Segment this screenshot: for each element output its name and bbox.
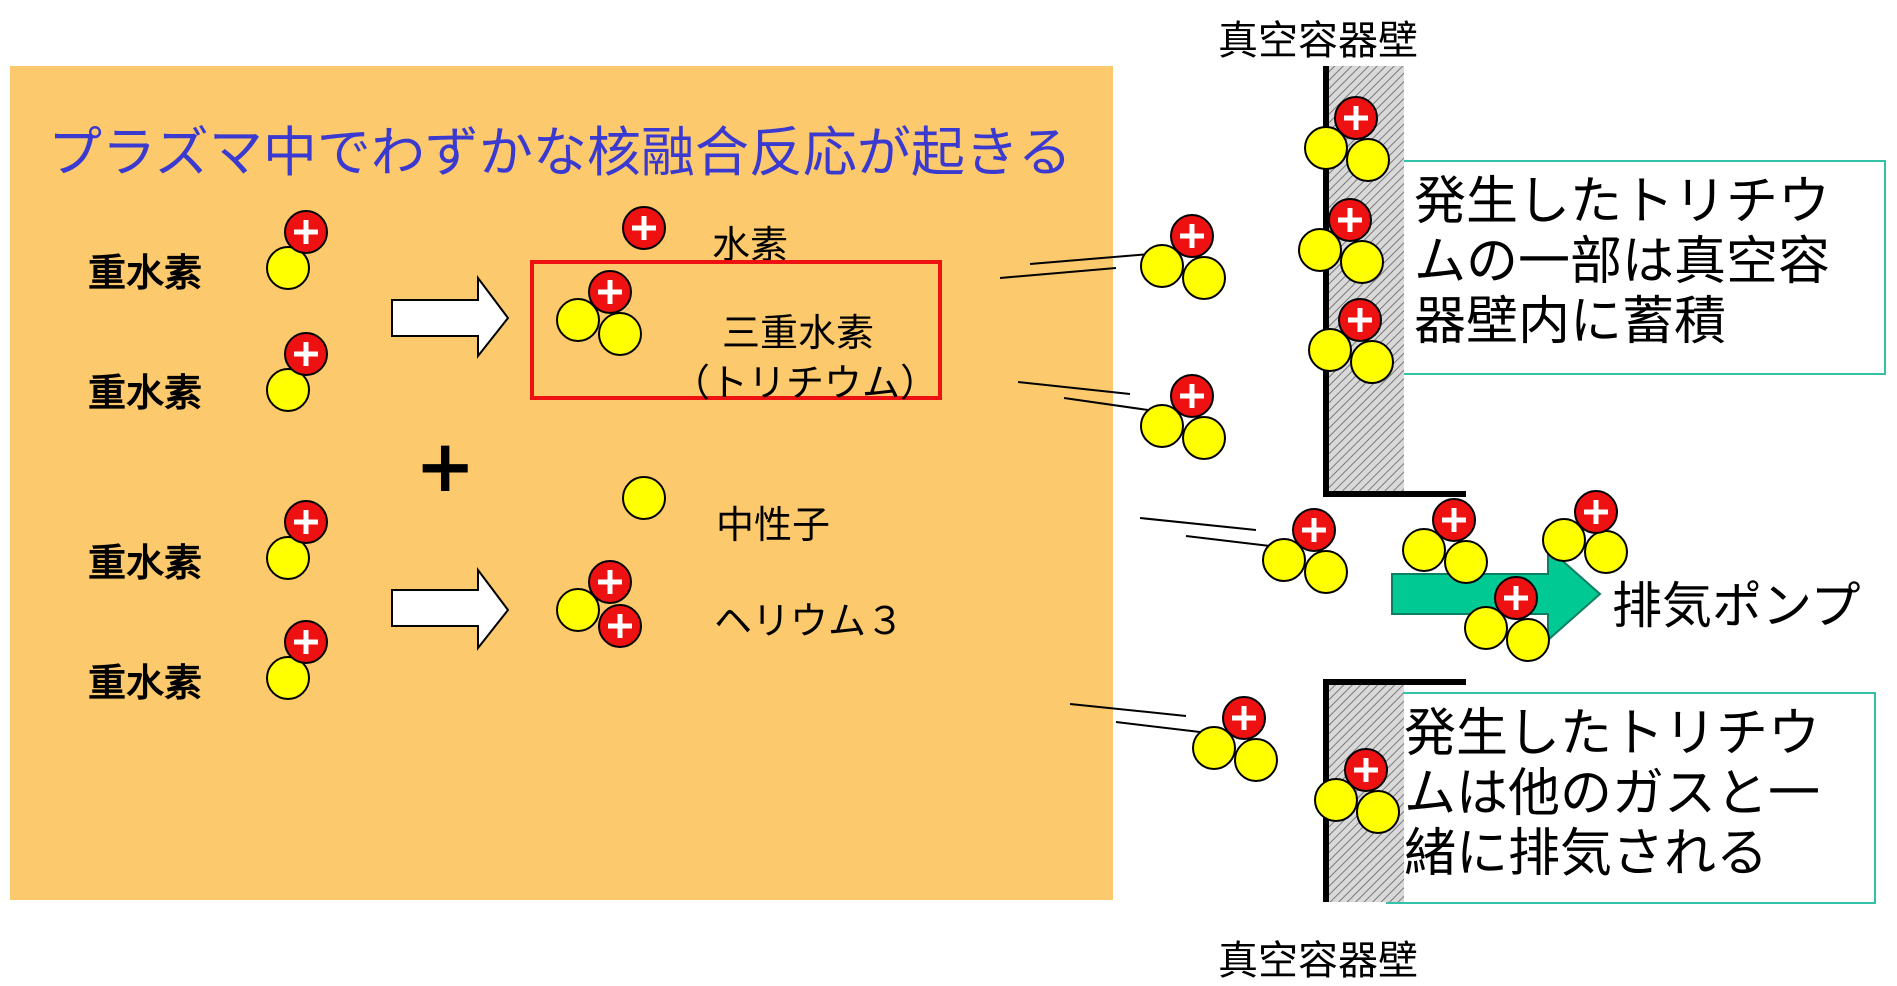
tritium-alt-label: （トリチウム） bbox=[672, 361, 939, 405]
plus-sign: + bbox=[415, 424, 476, 508]
reactant-deuterium-4 bbox=[266, 621, 327, 700]
tritium-particle-flying-2 bbox=[1140, 375, 1226, 460]
tritium-label: 三重水素 bbox=[722, 311, 875, 355]
hydrogen-label: 水素 bbox=[712, 223, 789, 267]
reactant-deuterium-2 bbox=[266, 333, 327, 412]
reaction-arrow-2 bbox=[391, 567, 510, 651]
tritium-particle-flying-4 bbox=[1192, 697, 1278, 782]
reactant-deuterium-3 bbox=[266, 501, 327, 580]
motion-lines bbox=[999, 253, 1271, 733]
tritium-particle-flying-3 bbox=[1262, 509, 1348, 594]
helium3-particle bbox=[556, 561, 641, 647]
tritium-particle-pump-1 bbox=[1402, 499, 1488, 584]
neutron-particle bbox=[622, 476, 666, 520]
reactant-label-4: 重水素 bbox=[88, 661, 203, 705]
helium3-label: ヘリウム３ bbox=[714, 599, 905, 643]
wall-label-top: 真空容器壁 bbox=[1218, 18, 1418, 64]
wall-label-bottom: 真空容器壁 bbox=[1218, 938, 1418, 984]
reactant-label-1: 重水素 bbox=[88, 251, 203, 295]
hydrogen-particle bbox=[623, 207, 665, 249]
pump-label: 排気ポンプ bbox=[1612, 577, 1861, 635]
note-lower: 発生したトリチウムは他のガスと一緒に排気される bbox=[1386, 692, 1876, 904]
reactant-deuterium-1 bbox=[266, 211, 327, 290]
note-upper: 発生したトリチウムの一部は真空容器壁内に蓄積 bbox=[1396, 160, 1886, 375]
tritium-particle-flying-1 bbox=[1140, 215, 1226, 300]
plasma-region bbox=[10, 66, 1113, 900]
reaction-arrow-1 bbox=[391, 275, 510, 359]
reactant-label-2: 重水素 bbox=[88, 371, 203, 415]
neutron-label: 中性子 bbox=[716, 503, 831, 547]
reactant-label-3: 重水素 bbox=[88, 541, 203, 585]
tritium-particle bbox=[556, 271, 642, 356]
heading: プラズマ中でわずかな核融合反応が起きる bbox=[48, 121, 1072, 184]
tritium-highlight-box bbox=[530, 260, 942, 400]
